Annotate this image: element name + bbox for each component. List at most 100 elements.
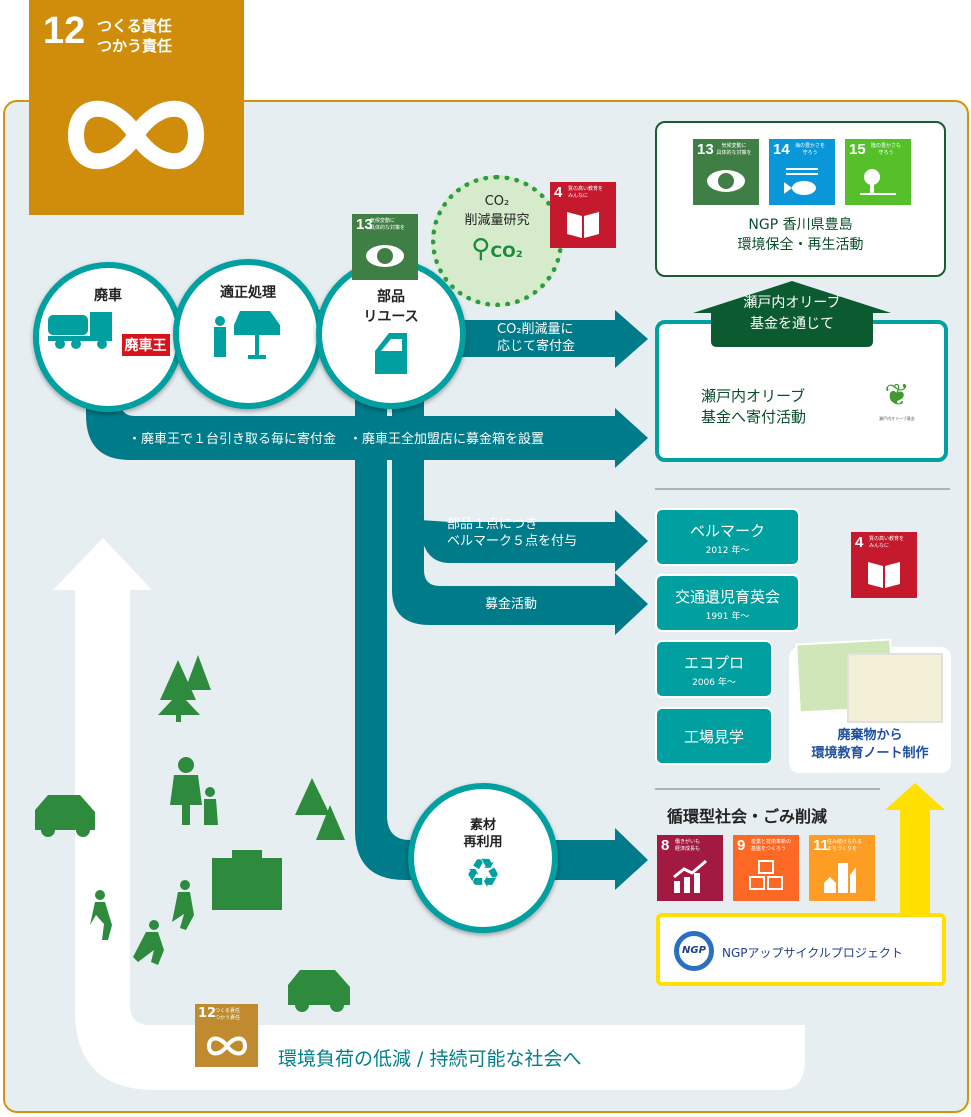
tree-land-icon [860, 169, 896, 195]
sdg-label: 働きがいも 経済成長も [675, 839, 701, 852]
sdg-number: 8 [661, 837, 670, 854]
sdg-label: つくる責任 つかう責任 [97, 17, 173, 55]
step-label: 廃車 [94, 288, 122, 304]
tow-truck-icon [48, 312, 113, 349]
sdg4-tile: 4 質の高い教育を みんなに [851, 532, 917, 598]
tree-icon [185, 655, 211, 690]
olive-house-shape [693, 281, 891, 347]
infinity-icon [206, 1036, 248, 1056]
tree-icon [295, 778, 345, 840]
runner-icon [149, 920, 159, 930]
buildings-icon [824, 863, 856, 893]
sdg8-tile: 8 働きがいも 経済成長も [657, 835, 723, 901]
co2-icon-text: CO₂ [490, 242, 523, 261]
note-card-line2: 環境教育ノート制作 [811, 746, 929, 761]
haisha-donation-label: ・廃車王で１台引き取る毎に寄付金 ・廃車王全加盟店に募金箱を設置 [128, 432, 545, 447]
child-icon [205, 787, 215, 797]
co2-line1: CO₂ [484, 194, 510, 209]
bellmark-arrow [420, 510, 648, 572]
olive-box-line1: 瀬戸内オリーブ [701, 387, 806, 405]
sdg-label: 気候変動に 具体的な対策を [716, 143, 752, 156]
program-trunk [392, 395, 648, 635]
magnifier-icon: ⚲ [471, 234, 491, 264]
program-since: 1991 年～ [705, 612, 750, 622]
sdg-number: 12 [198, 1006, 217, 1021]
step-parts-reuse: 部品 リユース [316, 259, 466, 409]
sdg-number: 13 [356, 216, 373, 233]
infinity-icon [67, 100, 205, 170]
cubes-icon [749, 860, 783, 890]
note-page-image [847, 653, 943, 723]
sdg-number: 14 [773, 141, 790, 158]
sdg-label: 産業と技術革新の 基盤をつくろう [751, 839, 792, 852]
ngp-upcycle-box: NGP NGPアップサイクルプロジェクト [656, 913, 946, 986]
sdg9-tile: 9 産業と技術革新の 基盤をつくろう [733, 835, 799, 901]
sdg-number: 4 [855, 534, 864, 551]
sdg12-tile-large: 12 つくる責任 つかう責任 [29, 0, 244, 215]
co2-line2: 削減量研究 [464, 213, 530, 228]
person-icon [178, 757, 194, 773]
olive-house-label: 瀬戸内オリーブ 基金を通じて [711, 293, 873, 335]
ngp-teshima-subtitle: 環境保全・再生活動 [737, 237, 864, 253]
sdg-number: 13 [697, 141, 714, 158]
material-trunk [355, 395, 648, 890]
sdg-number: 4 [554, 184, 563, 201]
sdg-label: 住み続けられる まちづくりを [827, 839, 863, 852]
sdg-number: 12 [43, 10, 86, 52]
tree-icon [158, 660, 200, 715]
note-card-line1: 廃棄物から [837, 728, 903, 743]
runner-icon [95, 890, 105, 900]
sdg12-tile-small: 12 つくる責任 つかう責任 [195, 1004, 258, 1067]
ngp-teshima-title: NGP 香川県豊島 [748, 217, 853, 233]
bottom-message: 環境負荷の低減 / 持続可能な社会へ [278, 1048, 582, 1070]
program-kotsu-iji: 交通遺児育英会 1991 年～ [655, 574, 800, 632]
school-icon [212, 858, 282, 910]
education-note-card: 廃棄物から 環境教育ノート制作 [789, 638, 951, 773]
sdg-label: つくる責任 つかう責任 [215, 1008, 241, 1021]
car-door-icon [375, 333, 407, 374]
circular-society-title: 循環型社会・ごみ削減 [667, 807, 828, 826]
co2-donation-label: CO₂削減量に 応じて寄付金 [497, 322, 576, 354]
program-since: 2006 年～ [692, 678, 736, 688]
sdg-number: 9 [737, 837, 746, 854]
growth-chart-icon [673, 859, 707, 893]
program-name: 工場見学 [683, 728, 744, 746]
car-icon [35, 795, 95, 830]
sdg-label: 気候変動に 具体的な対策を [370, 218, 406, 231]
return-arrow [53, 538, 805, 1090]
step-haisha: 廃車 廃車王 [33, 262, 183, 412]
sdg-label: 陸の豊かさも 守ろう [870, 143, 901, 156]
program-since: 2012 年～ [705, 546, 750, 556]
co2-donation-arrow [440, 310, 648, 368]
olive-logo: ❦ 瀬戸内オリーブ基金 [867, 376, 927, 422]
olive-branch-icon: ❦ [884, 378, 910, 413]
haishaou-logo: 廃車王 [121, 334, 170, 356]
ngp-recycle-logo: NGP [674, 931, 714, 971]
upcycle-label: NGPアップサイクルプロジェクト [722, 946, 903, 960]
eye-globe-icon [707, 170, 745, 192]
olive-house-line2: 基金を通じて [750, 316, 834, 332]
co2-research-bubble: CO₂ 削減量研究 ⚲CO₂ [431, 175, 563, 307]
step-material-recycle: 素材 再利用 ♻ [408, 783, 558, 933]
olive-box-line2: 基金へ寄付活動 [701, 408, 807, 426]
sdg-label: 質の高い教育を みんなに [869, 536, 905, 549]
runner-icon [180, 880, 190, 890]
sdg-label: 海の豊かさを 守ろう [794, 143, 825, 156]
program-name: 交通遺児育英会 [674, 588, 780, 606]
fish-icon [784, 168, 818, 195]
olive-logo-text: 瀬戸内オリーブ基金 [879, 416, 915, 421]
book-icon [567, 212, 599, 238]
mechanic-car-lift-icon [214, 311, 280, 359]
bellmark-label: 部品１点につき ベルマーク５点を付与 [447, 517, 578, 549]
landscape-icons [35, 655, 350, 1012]
recycle-icon: ♻ [465, 851, 501, 897]
